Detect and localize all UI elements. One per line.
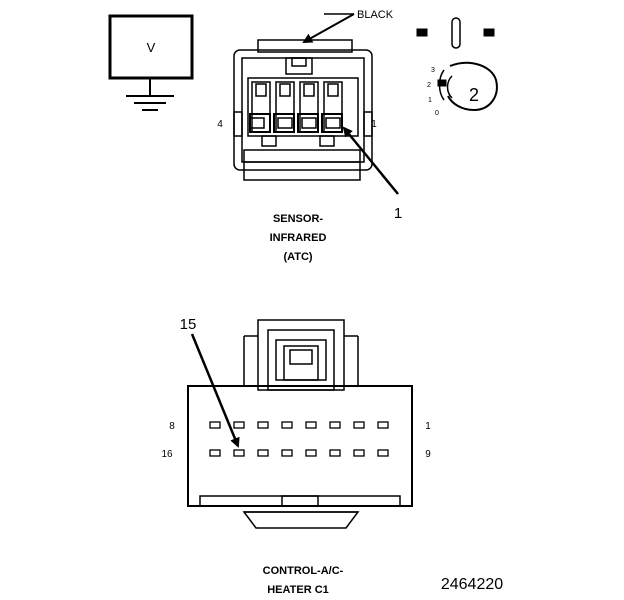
connector-color-label: BLACK bbox=[357, 9, 394, 21]
row2-left-pin-label: 16 bbox=[161, 449, 173, 460]
voltmeter-icon bbox=[108, 14, 194, 111]
bottom-connector-name-line-2: HEATER C1 bbox=[267, 584, 329, 596]
connector-name-line-3: (ATC) bbox=[283, 251, 312, 263]
connector-name-line-2: INFRARED bbox=[270, 232, 327, 244]
row1-right-pin-label: 1 bbox=[425, 421, 431, 432]
pin-row-2 bbox=[209, 449, 389, 457]
pin-label-left: 4 bbox=[217, 119, 223, 130]
ignition-key-icon bbox=[416, 17, 498, 112]
pin-label-right: 1 bbox=[371, 119, 377, 130]
bottom-connector-name-line-1: CONTROL-A/C- bbox=[263, 565, 344, 577]
pin-row-1 bbox=[209, 421, 389, 429]
pin-15-callout: 15 bbox=[180, 316, 197, 333]
key-scale-3: 3 bbox=[431, 67, 435, 74]
row2-right-pin-label: 9 bbox=[425, 449, 431, 460]
control-heater-connector-icon bbox=[187, 319, 413, 529]
figure-number: 2464220 bbox=[441, 576, 503, 593]
key-scale-2: 2 bbox=[427, 82, 431, 89]
key-scale-1: 1 bbox=[428, 97, 432, 104]
voltmeter-symbol: V bbox=[147, 40, 156, 55]
connector-name-line-1: SENSOR- bbox=[273, 213, 323, 225]
pin-15-callout-arrow bbox=[190, 333, 240, 448]
key-scale-0: 0 bbox=[435, 110, 439, 117]
pin-1-callout: 1 bbox=[394, 205, 402, 222]
pin-1-callout-arrow bbox=[342, 126, 399, 195]
sensor-connector-icon bbox=[233, 39, 373, 181]
key-legend-number: 2 bbox=[469, 85, 479, 105]
color-pointer-arrow bbox=[302, 13, 355, 43]
row1-left-pin-label: 8 bbox=[169, 421, 175, 432]
